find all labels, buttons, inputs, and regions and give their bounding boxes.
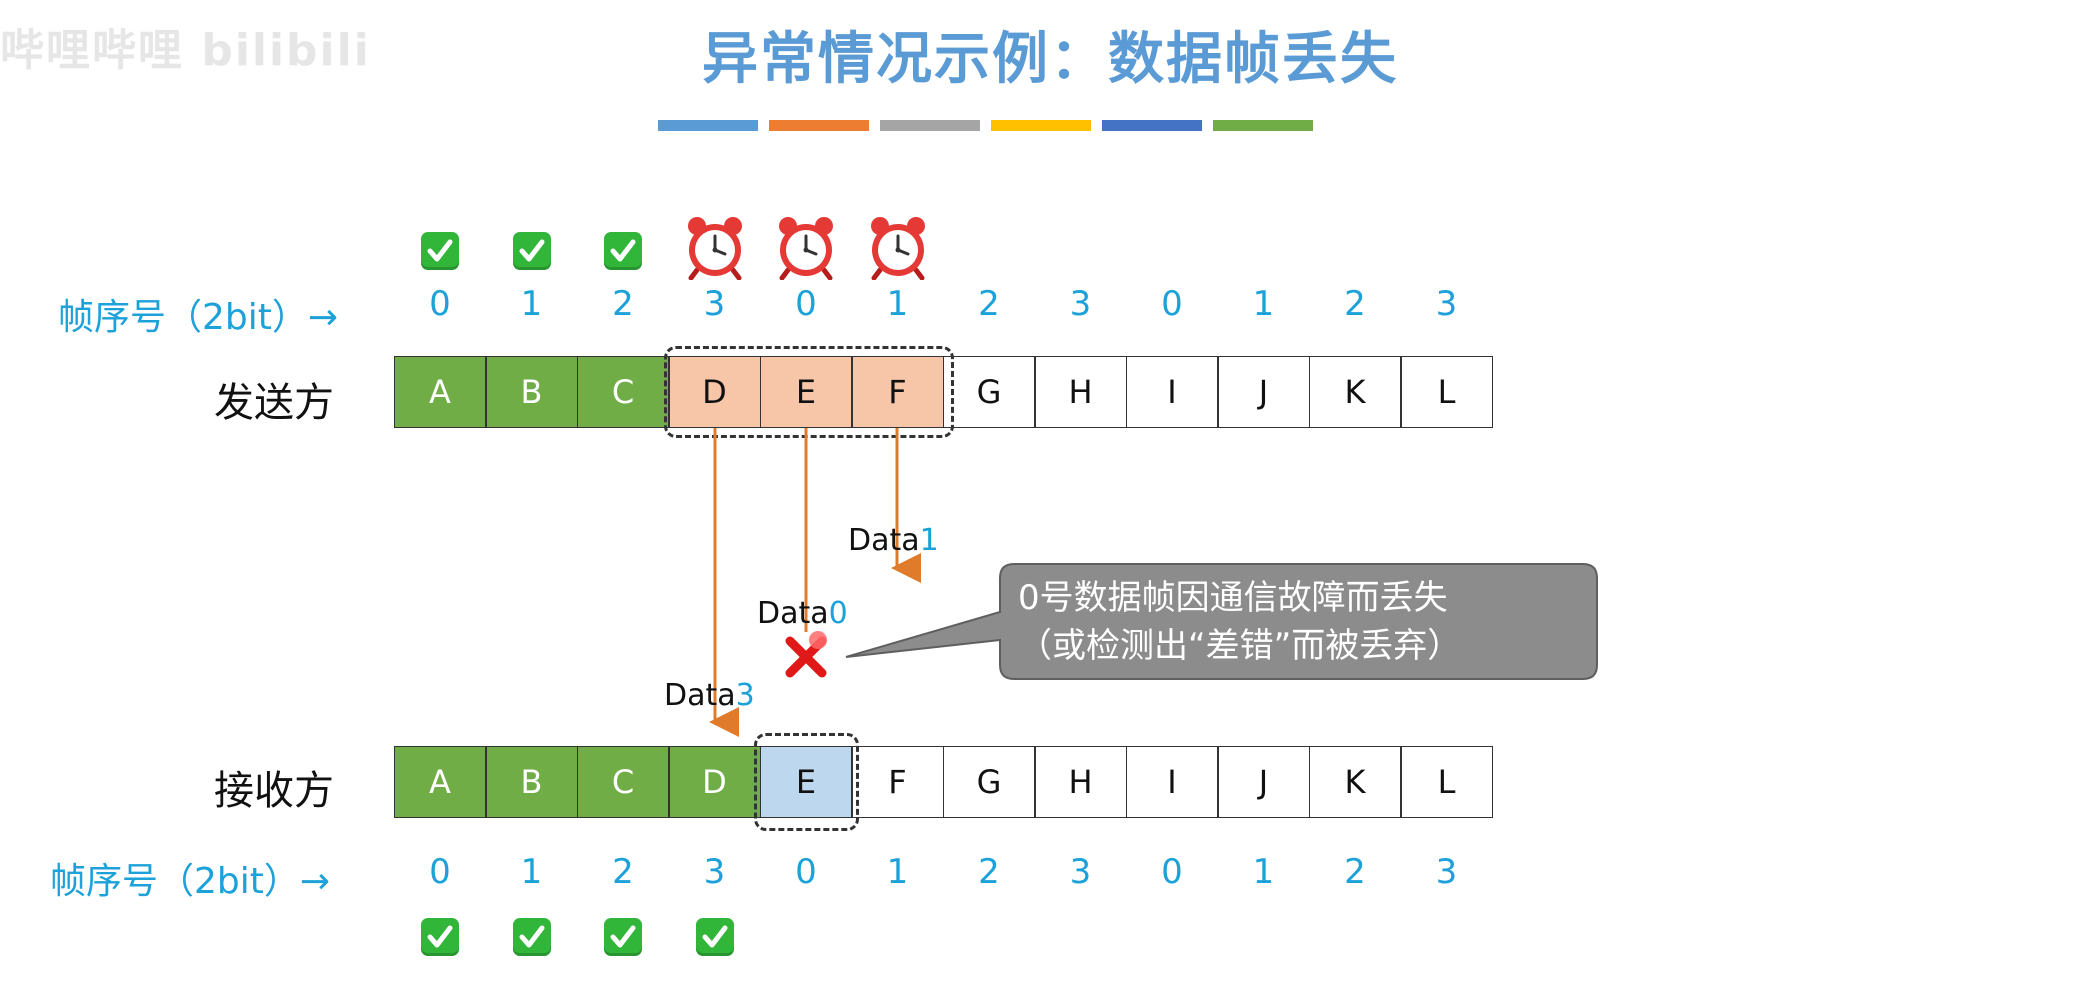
receiver-seq-number: 2 [612,852,634,892]
sender-frame-C: C [577,356,669,428]
receiver-seq-number: 0 [429,852,451,892]
sender-seq-number: 0 [795,284,817,324]
sender-alarm-clock-icon [866,214,930,284]
sender-check-icon [604,232,642,270]
sender-seq-number: 3 [703,284,726,324]
receiver-check-icon [421,918,459,956]
receiver-seq-number: 1 [886,852,909,892]
receiver-frame-J: J [1217,746,1310,818]
sender-window [664,346,954,438]
label-data0: Data0 [757,596,848,631]
receiver-window [754,733,859,831]
receiver-frame-F: F [851,746,944,818]
title-stripe-orange [769,120,869,131]
receiver-seq-number: 1 [1252,852,1275,892]
callout-bubble [845,563,1598,680]
receiver-frame-H: H [1034,746,1127,818]
sender-alarm-clock-icon [683,214,747,284]
title-stripe-yellow [991,120,1091,131]
sender-seq-label: 帧序号（2bit）→ [58,297,339,338]
callout-line-2: （或检测出“差错”而被丢弃） [1018,626,1462,666]
receiver-seq-number: 3 [1069,852,1092,892]
receiver-label: 接收方 [214,768,334,814]
label-data1: Data1 [848,523,939,558]
sender-seq-number: 1 [520,284,543,324]
title-stripe-blue [658,120,758,131]
receiver-frame-K: K [1309,746,1401,818]
sender-frame-B: B [485,356,578,428]
receiver-seq-number: 3 [703,852,726,892]
receiver-seq-number: 1 [520,852,543,892]
sender-alarm-clock-icon [774,214,838,284]
sender-frame-J: J [1217,356,1310,428]
sender-seq-number: 3 [1435,284,1458,324]
sender-label: 发送方 [214,380,334,426]
receiver-frame-G: G [943,746,1035,818]
title-stripe-green [1213,120,1313,131]
sender-frame-A: A [394,356,486,428]
sender-seq-number: 1 [1252,284,1275,324]
receiver-frame-E: E [760,746,852,818]
sender-frame-G: G [943,356,1035,428]
sender-check-icon [512,232,551,270]
lost-x-icon [785,631,827,678]
receiver-frame-L: L [1400,746,1493,818]
title-stripe-darkblue [1102,120,1202,131]
sender-seq-number: 3 [1069,284,1092,324]
sender-seq-number: 1 [886,284,909,324]
sender-frame-L: L [1400,356,1493,428]
receiver-frame-B: B [485,746,578,818]
page-title: 异常情况示例：数据帧丢失 [702,27,1398,92]
sender-check-icon [421,232,459,270]
receiver-frame-C: C [577,746,669,818]
receiver-seq-number: 3 [1435,852,1458,892]
sender-seq-number: 0 [1161,284,1183,324]
sender-seq-number: 2 [1344,284,1366,324]
receiver-seq-number: 2 [1344,852,1366,892]
receiver-seq-number: 0 [795,852,817,892]
title-stripe-gray [880,120,980,131]
sender-frame-E: E [760,356,852,428]
sender-frame-F: F [851,356,944,428]
receiver-frame-I: I [1126,746,1218,818]
sender-seq-number: 2 [978,284,1000,324]
label-data3: Data3 [664,678,755,713]
receiver-seq-number: 2 [978,852,1000,892]
receiver-check-icon [604,918,642,956]
receiver-seq-label: 帧序号（2bit）→ [50,861,331,902]
receiver-check-icon [512,918,551,956]
sender-frame-H: H [1034,356,1127,428]
receiver-frame-A: A [394,746,486,818]
sender-seq-number: 2 [612,284,634,324]
receiver-check-icon [695,918,734,956]
receiver-seq-number: 0 [1161,852,1183,892]
sender-seq-number: 0 [429,284,451,324]
callout-line-1: 0号数据帧因通信故障而丢失 [1018,578,1448,618]
watermark-logo: 哔哩哔哩 bilibili [0,25,371,76]
